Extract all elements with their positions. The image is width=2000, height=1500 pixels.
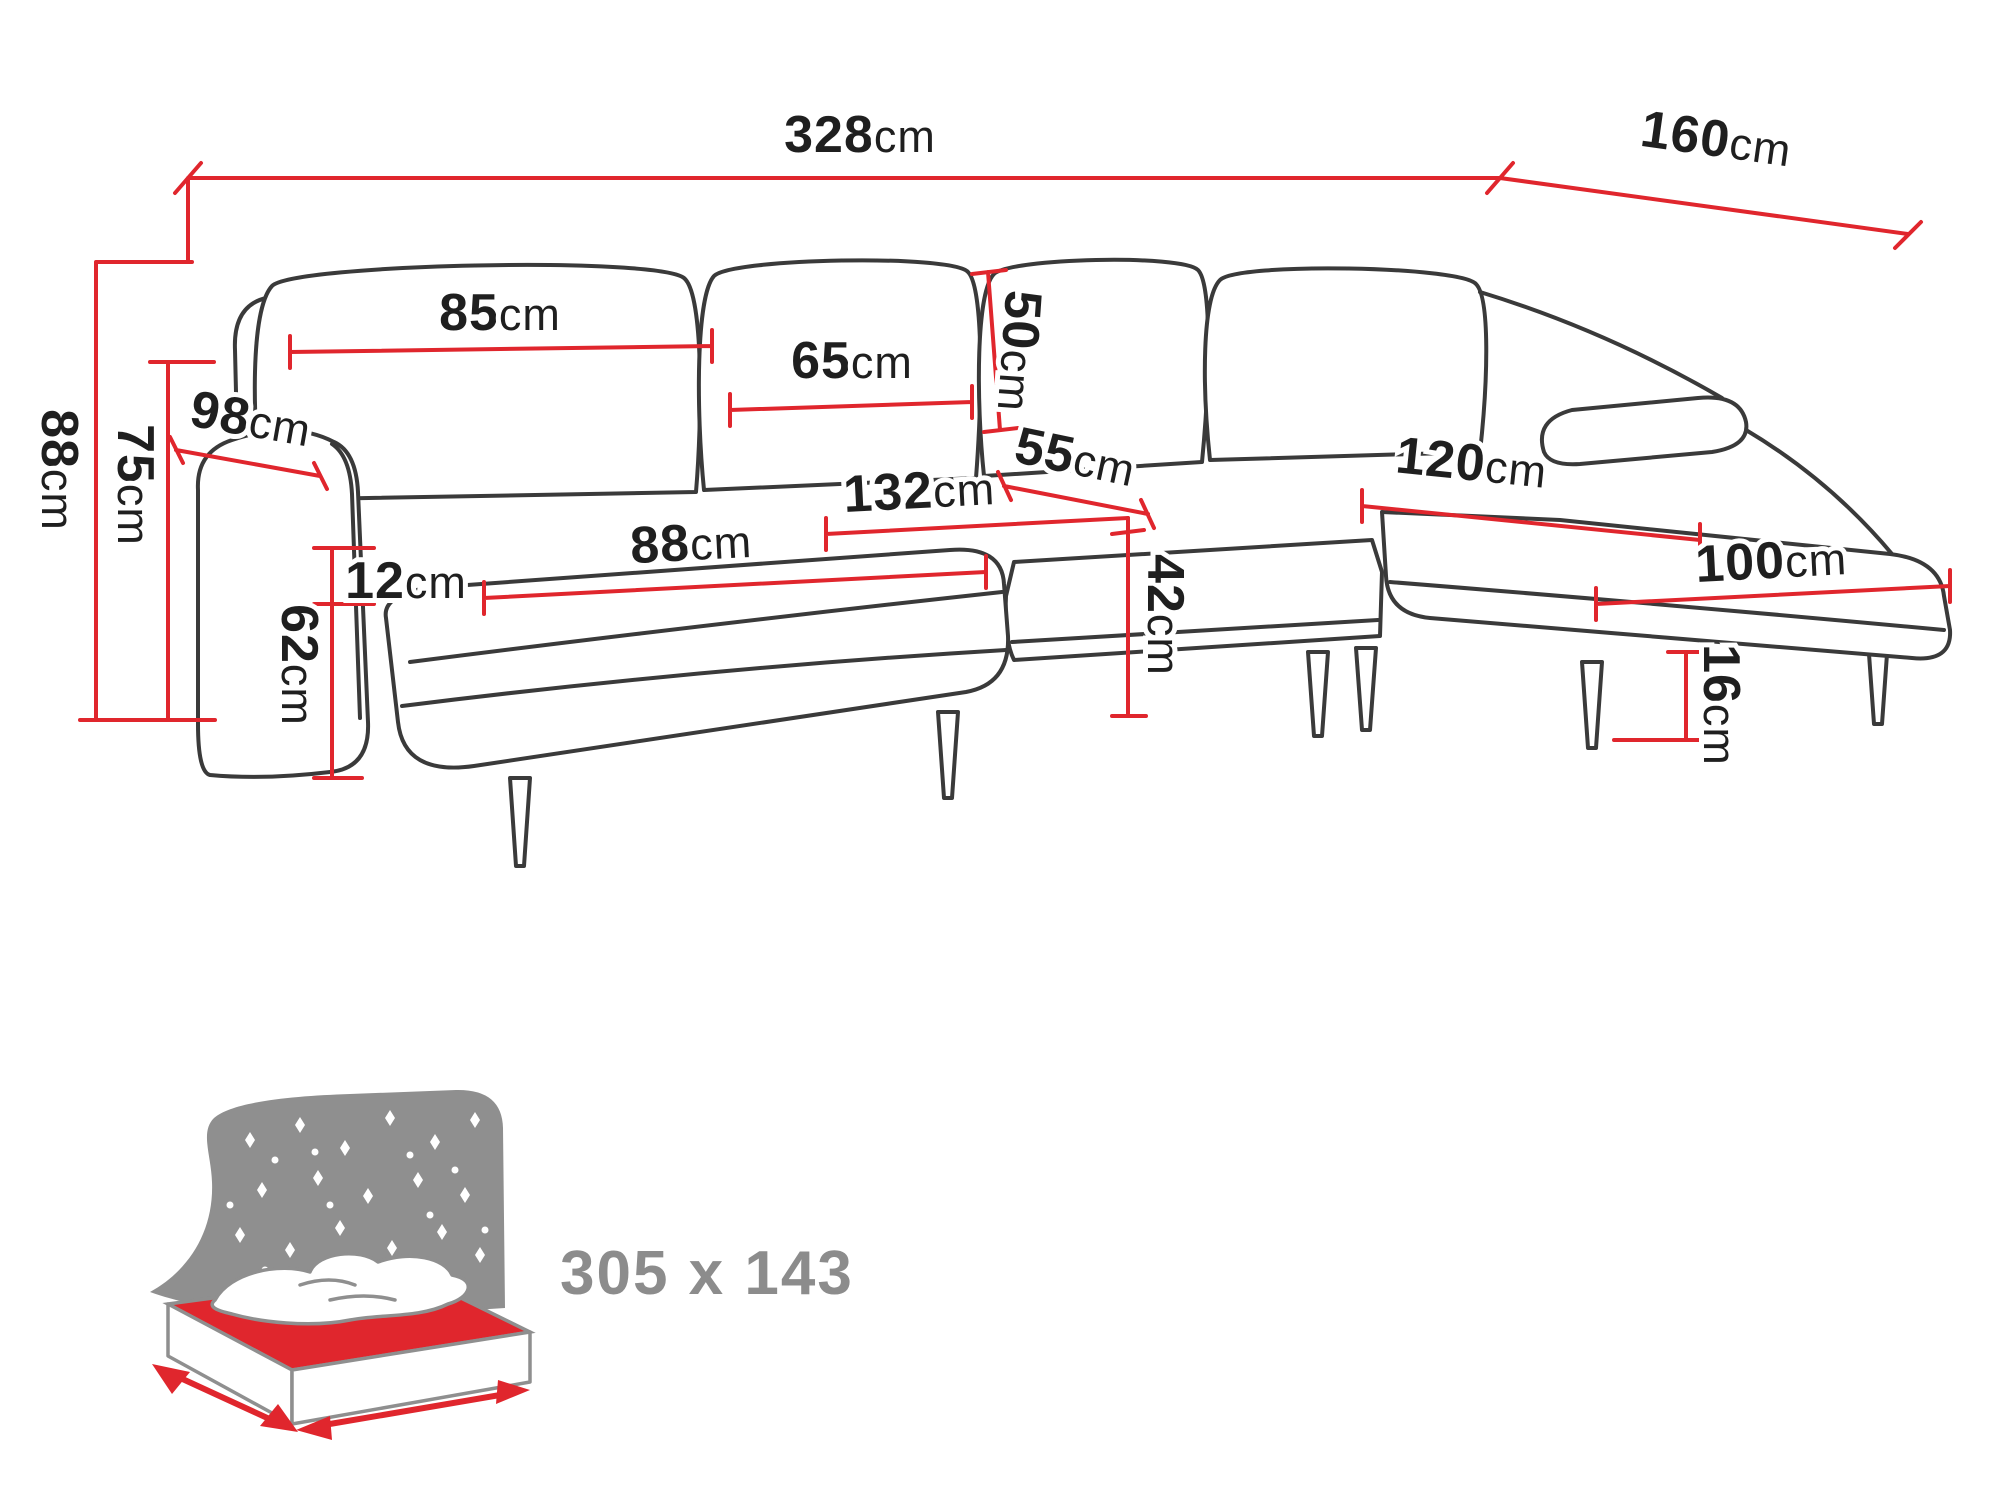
dim-line-middle-section-width [824, 516, 1130, 552]
dim-label-side-depth: 160cm [1637, 100, 1795, 179]
dim-label-back-cushion-height: 50cm [986, 288, 1052, 414]
back-panel-left-edge [232, 296, 268, 562]
dim-label-chaise-width: 120cm [1393, 426, 1550, 500]
dim-line-leg-height [1612, 650, 1706, 742]
dim-line-back-cushion-height [970, 268, 1020, 434]
dim-line-back-cushion-large [288, 328, 714, 370]
dim-line-backrest-height [148, 360, 216, 722]
dim-label-middle-section-width: 132cm [842, 458, 997, 524]
dim-line-seat-cushion-thickness [312, 546, 376, 606]
bed-mattress-right-face [290, 1330, 532, 1426]
dim-label-seat-height: 42cm [1136, 554, 1194, 676]
dim-line-total-height [78, 260, 217, 722]
dim-label-back-cushion-large: 85cm [439, 284, 561, 342]
back-cushion-4 [1202, 266, 1489, 462]
dim-line-seat-height [1110, 516, 1148, 718]
dim-line-side-depth [1498, 176, 1923, 250]
dim-label-chaise-length: 100cm [1694, 528, 1849, 594]
left-chaise-body [383, 547, 1011, 770]
dim-line-back-cushion-small [728, 384, 974, 428]
dim-label-seat-cushion-thickness: 12cm [345, 552, 467, 610]
sleeping-function-icon [150, 1089, 536, 1440]
dim-label-back-cushion-small: 65cm [791, 332, 913, 390]
sleeping-area-label: 305 x 143 [560, 1239, 854, 1308]
left-armrest-seam [330, 442, 362, 720]
middle-seat-edge [1010, 618, 1380, 644]
dim-label-armrest-depth: 98cm [186, 380, 316, 458]
dim-label-leg-height: 16cm [1692, 644, 1750, 766]
dim-line-base-height [312, 602, 364, 780]
left-armrest [195, 428, 371, 779]
left-chaise-front-edge [408, 590, 1004, 664]
dim-line-total-width [173, 161, 1515, 262]
dim-label-base-height: 62cm [270, 604, 328, 726]
right-armrest-cushion [1539, 395, 1749, 467]
dim-line-chaise-width [1360, 488, 1702, 558]
right-chaise-front-edge [1388, 580, 1946, 632]
sofa-drawing [195, 257, 1953, 868]
right-side-edge [1744, 428, 1894, 556]
bed-duvet-fold-lines [298, 1278, 397, 1302]
dim-label-total-height: 88cm [30, 409, 88, 531]
bed-duvet [210, 1251, 470, 1326]
right-back-edge [1478, 290, 1746, 428]
dim-line-armrest-depth [168, 435, 329, 491]
right-chaise-body [1380, 510, 1953, 661]
dim-line-middle-seat-depth [996, 470, 1156, 530]
dim-label-backrest-height: 75cm [106, 424, 164, 546]
dimension-labels: 328cm 160cm 88cm 75cm 98cm 85cm 65cm 50c… [25, 95, 1853, 771]
dim-label-total-width: 328cm [784, 106, 936, 164]
dim-label-seat-cushion-width: 88cm [629, 511, 754, 575]
bed-dimension-arrows [152, 1364, 530, 1440]
sofa-legs [508, 638, 1890, 868]
dim-line-chaise-length [1594, 568, 1952, 622]
left-chaise-base-seam [400, 648, 1008, 708]
dimension-lines [78, 161, 1952, 780]
dim-line-seat-cushion-width [482, 554, 988, 616]
